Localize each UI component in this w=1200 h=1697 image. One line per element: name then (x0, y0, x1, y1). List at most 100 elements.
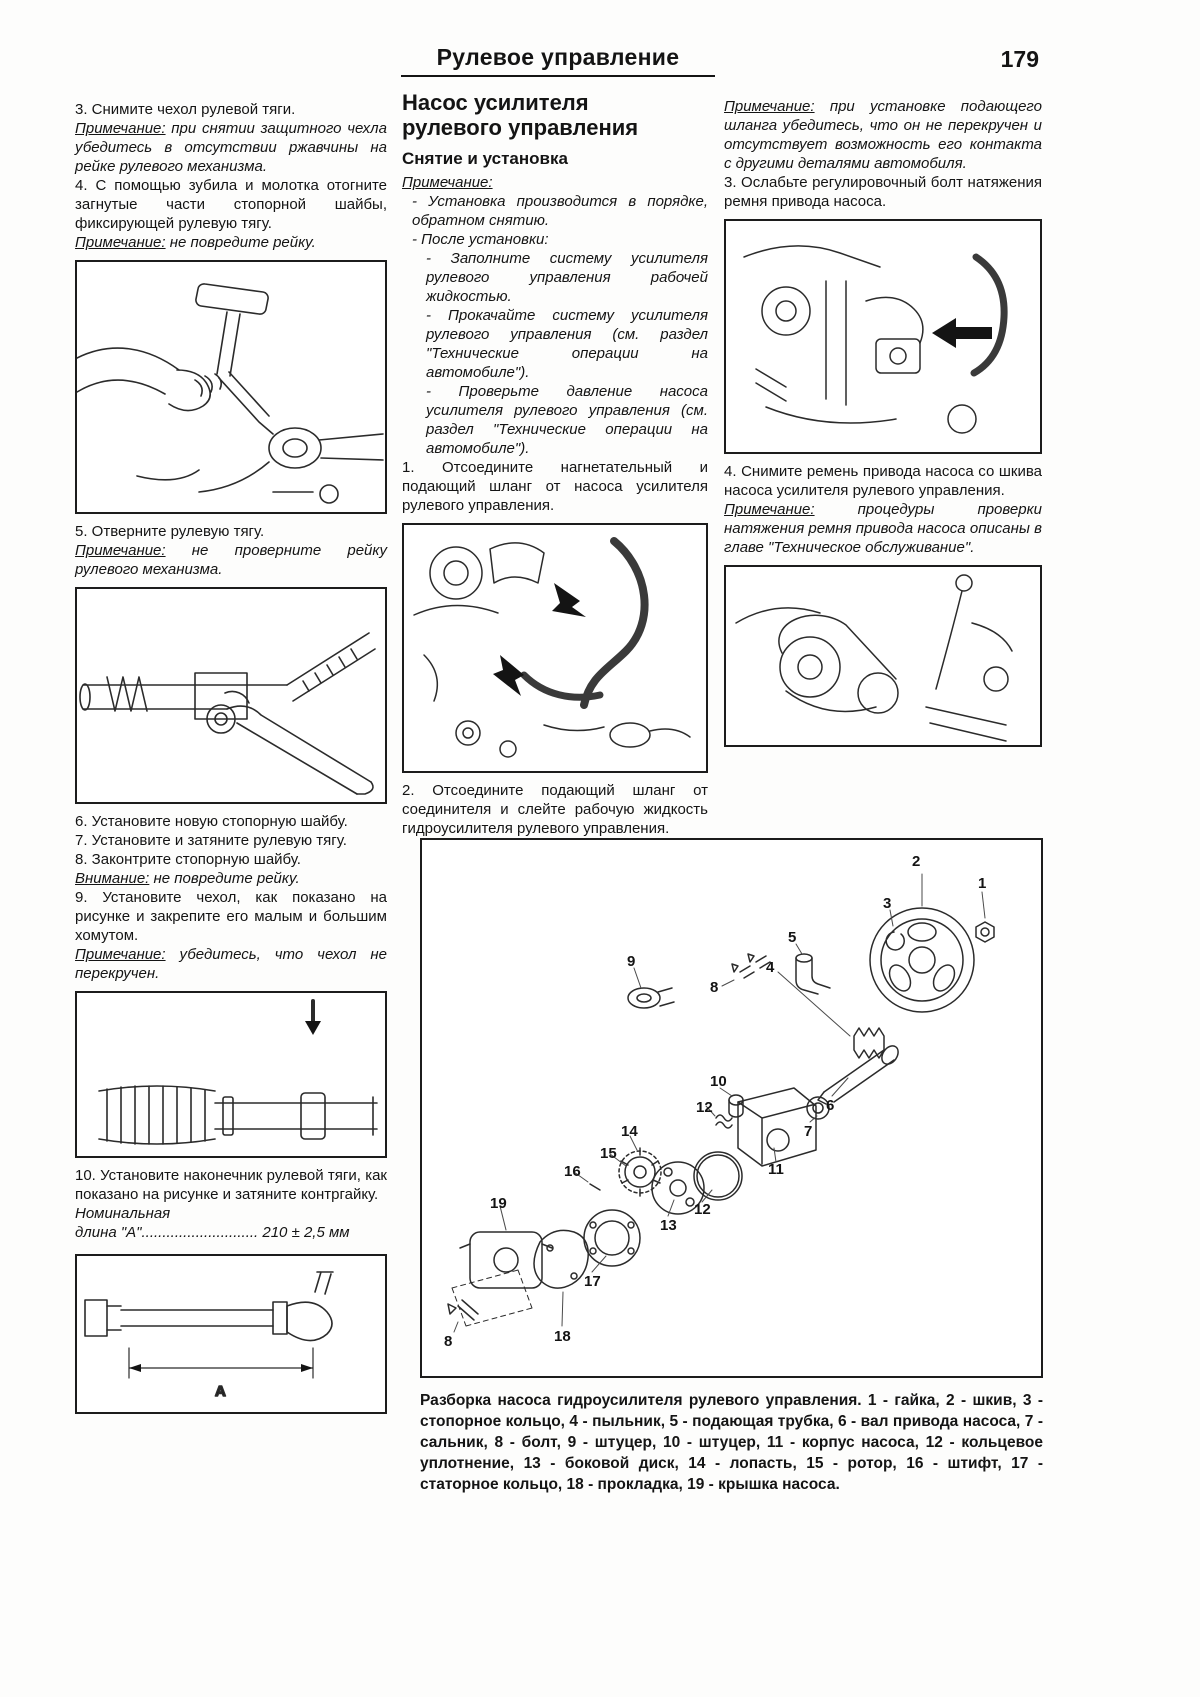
step-3-remove-boot: 3. Снимите чехол рулевой тяги. (75, 101, 296, 118)
threaded-rod (286, 632, 376, 702)
belt (778, 614, 897, 680)
section-heading-line1: Насос усилителя (402, 90, 589, 115)
arm-outline (77, 347, 180, 371)
middle-column: Насос усилителя рулевого управления Снят… (402, 90, 708, 838)
hammer-chisel-illustration (77, 283, 384, 504)
step-3-loosen-adjust-bolt: 3. Ослабьте регулировочный болт натяжени… (724, 174, 1042, 210)
part-label-16: 16 (564, 1163, 581, 1180)
note-block-label: Примечание: (402, 173, 708, 192)
dipstick (935, 590, 963, 690)
part-label-5: 5 (788, 929, 797, 946)
adjust-bolt-illustration (743, 245, 1008, 434)
left-column: 3. Снимите чехол рулевой тяги. Примечани… (75, 100, 387, 1422)
subsection-heading: Снятие и установка (402, 149, 568, 168)
part-label-18: 18 (554, 1328, 571, 1345)
step-6-new-lock-washer: 6. Установите новую стопорную шайбу. (75, 813, 348, 830)
note-label: Примечание: (724, 501, 815, 518)
figure-pump-hoses (402, 523, 708, 773)
supply-hose (520, 671, 604, 701)
diagram-caption: Разборка насоса гидроусилителя рулевого … (420, 1392, 1043, 1493)
dimension-line (128, 1347, 314, 1379)
part-label-19: 19 (490, 1195, 507, 1212)
note-dont-damage-rack: Примечание: не повредите рейку. (75, 233, 387, 252)
note-rust-check: Примечание: при снятии защитного чехла у… (75, 119, 387, 176)
arrow-icon (493, 655, 524, 696)
section-heading: Насос усилителя рулевого управления (402, 90, 708, 140)
note-text: не повредите рейку. (165, 234, 316, 251)
part-label-8b: 8 (444, 1333, 453, 1350)
page-header: Рулевое управление 179 (75, 44, 1041, 82)
note-label: Примечание: (724, 98, 815, 115)
part-label-12b: 12 (694, 1201, 711, 1218)
part-label-1: 1 (978, 875, 987, 892)
step-7-tighten-tie-rod: 7. Установите и затяните рулевую тягу. (75, 832, 347, 849)
step-4-chisel-washer: 4. С помощью зубила и молотка отогните з… (75, 177, 387, 232)
note-belt-tension-procedures: Примечание: процедуры проверки натяжения… (724, 500, 1042, 557)
note-text: процедуры проверки натяжения ремня приво… (724, 501, 1042, 556)
part-label-9: 9 (627, 953, 636, 970)
arrow-icon (932, 318, 992, 348)
part-label-6: 6 (826, 1097, 835, 1114)
exploded-diagram-figure: 1 2 3 4 5 6 7 8 9 10 11 12 12 13 14 15 1… (420, 838, 1043, 1378)
header-title-wrap: Рулевое управление (75, 44, 1041, 77)
note-label: Примечание: (75, 234, 166, 251)
warning-text: не повредите рейку. (149, 870, 300, 887)
part-label-10: 10 (710, 1073, 727, 1090)
note-label: Примечание: (75, 946, 166, 963)
part-label-4: 4 (766, 959, 775, 976)
note-dont-turn-rack: Примечание: не проверните рейку рулевого… (75, 541, 387, 579)
figure-drive-belt (724, 565, 1042, 747)
figure-tie-rod-dimension: A (75, 1254, 387, 1414)
pressure-hose (580, 537, 649, 709)
pump-exploded-view (447, 873, 995, 1333)
rack-tube (82, 684, 288, 710)
part-label-17: 17 (584, 1273, 601, 1290)
part-label-14: 14 (621, 1123, 638, 1140)
part-label-12a: 12 (696, 1099, 713, 1116)
section-heading-line2: рулевого управления (402, 115, 639, 140)
arrow-icon (552, 583, 586, 617)
step-5-unscrew-tie-rod: 5. Отверните рулевую тягу. (75, 523, 265, 540)
figure-hammer-chisel (75, 260, 387, 514)
rack-wrench-illustration (79, 632, 376, 795)
note-item-after-install: - После установки: (412, 231, 549, 248)
drive-belt-illustration (735, 574, 1013, 742)
note-label: Примечание: (402, 174, 493, 191)
note-label: Примечание: (75, 542, 166, 559)
figure-adjust-bolt (724, 219, 1042, 454)
note-text: не проверните рейку рулевого механизма. (75, 542, 387, 578)
page-title: Рулевое управление (400, 44, 716, 77)
exploded-diagram-section: 1 2 3 4 5 6 7 8 9 10 11 12 12 13 14 15 1… (420, 838, 1043, 1495)
warning-dont-damage-rack: Внимание: не повредите рейку. (75, 869, 387, 888)
part-label-8: 8 (710, 979, 719, 996)
step-8-lock-washer: 8. Законтрите стопорную шайбу. (75, 851, 301, 868)
note-text: убедитесь, что чехол не перекручен. (75, 946, 387, 982)
note-item-install-order: - Установка производится в порядке, обра… (412, 193, 708, 229)
figure-rack-wrench (75, 587, 387, 804)
tie-rod-dimension-illustration: A (84, 1271, 334, 1401)
step-2-drain-fluid: 2. Отсоедините подающий шланг от соедини… (402, 782, 708, 837)
hand-outline (168, 369, 211, 412)
note-item-fill-fluid: - Заполните систему усилителя рулевого у… (426, 250, 708, 305)
part-label-3: 3 (883, 895, 892, 912)
figure-boot-bellows (75, 991, 387, 1158)
note-text: при снятии защитного чехла убедитесь в о… (75, 120, 387, 175)
chisel-icon (218, 371, 274, 435)
pipe-wrench-icon (226, 705, 372, 795)
part-label-13: 13 (660, 1217, 677, 1234)
page-number: 179 (1000, 46, 1039, 72)
right-column: Примечание: при установке подающего шлан… (724, 97, 1042, 755)
down-arrow-head (305, 1021, 321, 1035)
ball-joint (286, 1301, 333, 1342)
part-label-11: 11 (768, 1161, 784, 1178)
pump-hoses-illustration (413, 537, 691, 758)
warning-label: Внимание: (75, 870, 150, 887)
note-label: Примечание: (75, 120, 166, 137)
dimension-a-label: A (215, 1383, 226, 1400)
step-4-remove-belt: 4. Снимите ремень привода насоса со шкив… (724, 463, 1042, 499)
hose (970, 253, 1008, 377)
note-hose-not-twisted: Примечание: при установке подающего шлан… (724, 97, 1042, 173)
note-boot-not-twisted: Примечание: убедитесь, что чехол не пере… (75, 945, 387, 983)
note-item-check-pressure: - Проверьте давление насоса усилителя ру… (426, 383, 708, 457)
boot-illustration (98, 999, 378, 1145)
